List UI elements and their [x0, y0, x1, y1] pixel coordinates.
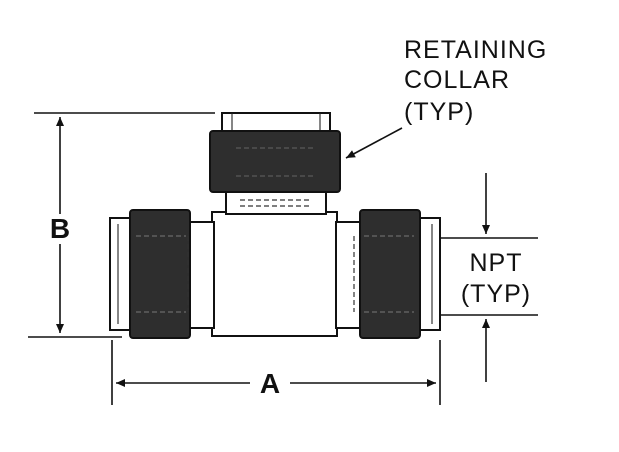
retaining-collar-right	[359, 209, 421, 339]
retaining-collar-label-line1: RETAINING	[404, 36, 547, 64]
left-port	[109, 217, 133, 331]
npt-typ-label: (TYP)	[461, 280, 531, 308]
npt-dimension	[440, 173, 538, 382]
dimension-b	[28, 112, 215, 338]
collar-right-dash	[353, 235, 414, 313]
top-port	[221, 112, 331, 215]
collar-top-dash	[236, 147, 316, 177]
retaining-collar-left	[129, 209, 191, 339]
tee-body	[187, 211, 363, 337]
retaining-collar-top	[209, 130, 341, 193]
retaining-collar-leader	[345, 127, 403, 159]
right-port	[417, 217, 441, 331]
dimension-b-label: B	[50, 213, 70, 244]
retaining-collar-label-line2: COLLAR	[404, 66, 510, 94]
retaining-collar-label-line3: (TYP)	[404, 98, 474, 126]
dimension-a-label: A	[260, 368, 280, 399]
dimension-a	[111, 340, 441, 405]
collar-left-dash	[136, 235, 189, 313]
npt-label: NPT	[470, 249, 523, 277]
